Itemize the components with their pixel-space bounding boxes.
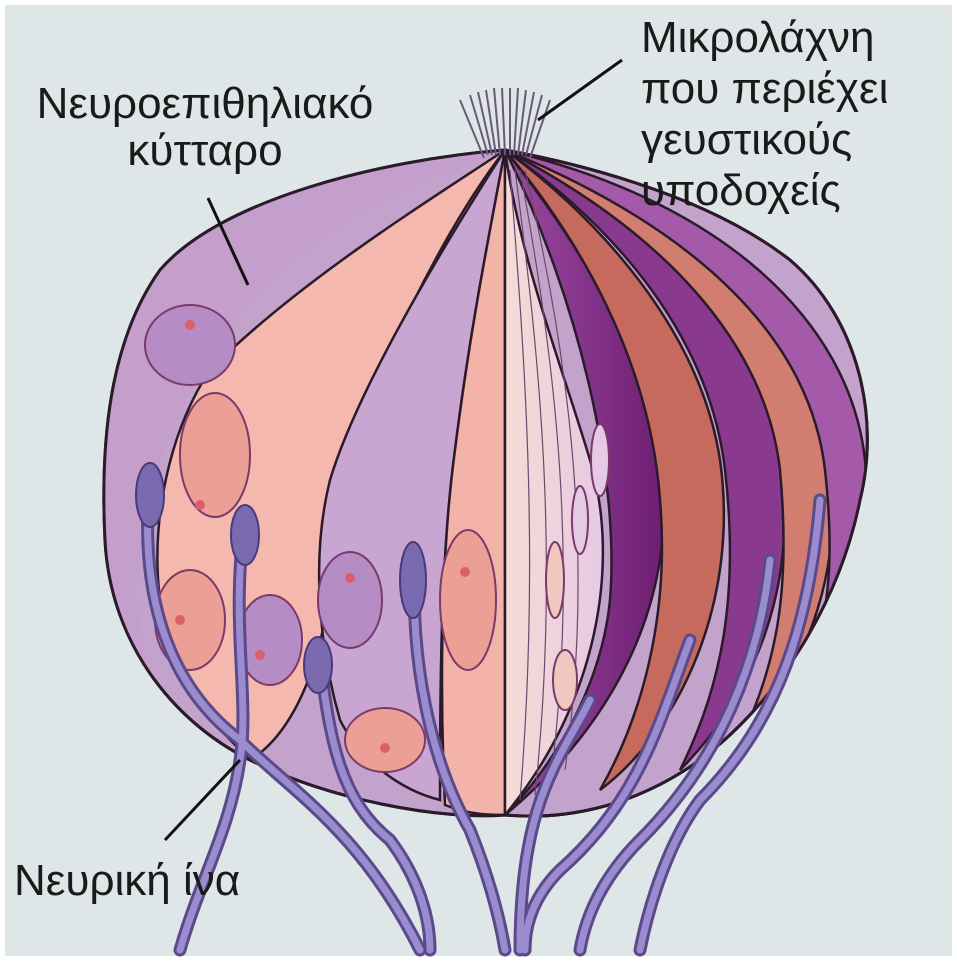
label-nerve-fiber-line-1: Νευρική ίνα [14,856,240,905]
nucleus [145,305,235,385]
label-microvilli-line-1: Μικρολάχνη [641,13,874,62]
svg-text:Μικρολάχνη: Μικρολάχνη [641,13,874,62]
label-receptor-cell-line-1: Νευροεπιθηλιακό [37,79,374,128]
label-microvilli-line-2: που περιέχει [641,64,888,113]
label-microvilli-line-3: γευστικούς [641,115,852,164]
label-receptor-cell-line-2: κύτταρο [127,126,282,175]
svg-text:υποδοχείς: υποδοχείς [641,166,841,215]
svg-text:κύτταρο: κύτταρο [127,126,282,175]
label-nerve-fiber: Νευρική ίνα [14,856,240,905]
svg-text:Νευρική ίνα: Νευρική ίνα [14,856,240,905]
nucleus [546,542,564,618]
nucleus [318,552,382,648]
svg-text:γευστικούς: γευστικούς [641,115,852,164]
svg-text:που περιέχει: που περιέχει [641,64,888,113]
nucleus [345,708,425,772]
nucleus [572,486,588,554]
nucleus [440,530,496,670]
nucleus [180,393,250,517]
svg-text:Νευροεπιθηλιακό: Νευροεπιθηλιακό [37,79,374,128]
nucleus [553,650,577,710]
label-microvilli-line-4: υποδοχείς [641,166,841,215]
nucleus [591,424,609,496]
